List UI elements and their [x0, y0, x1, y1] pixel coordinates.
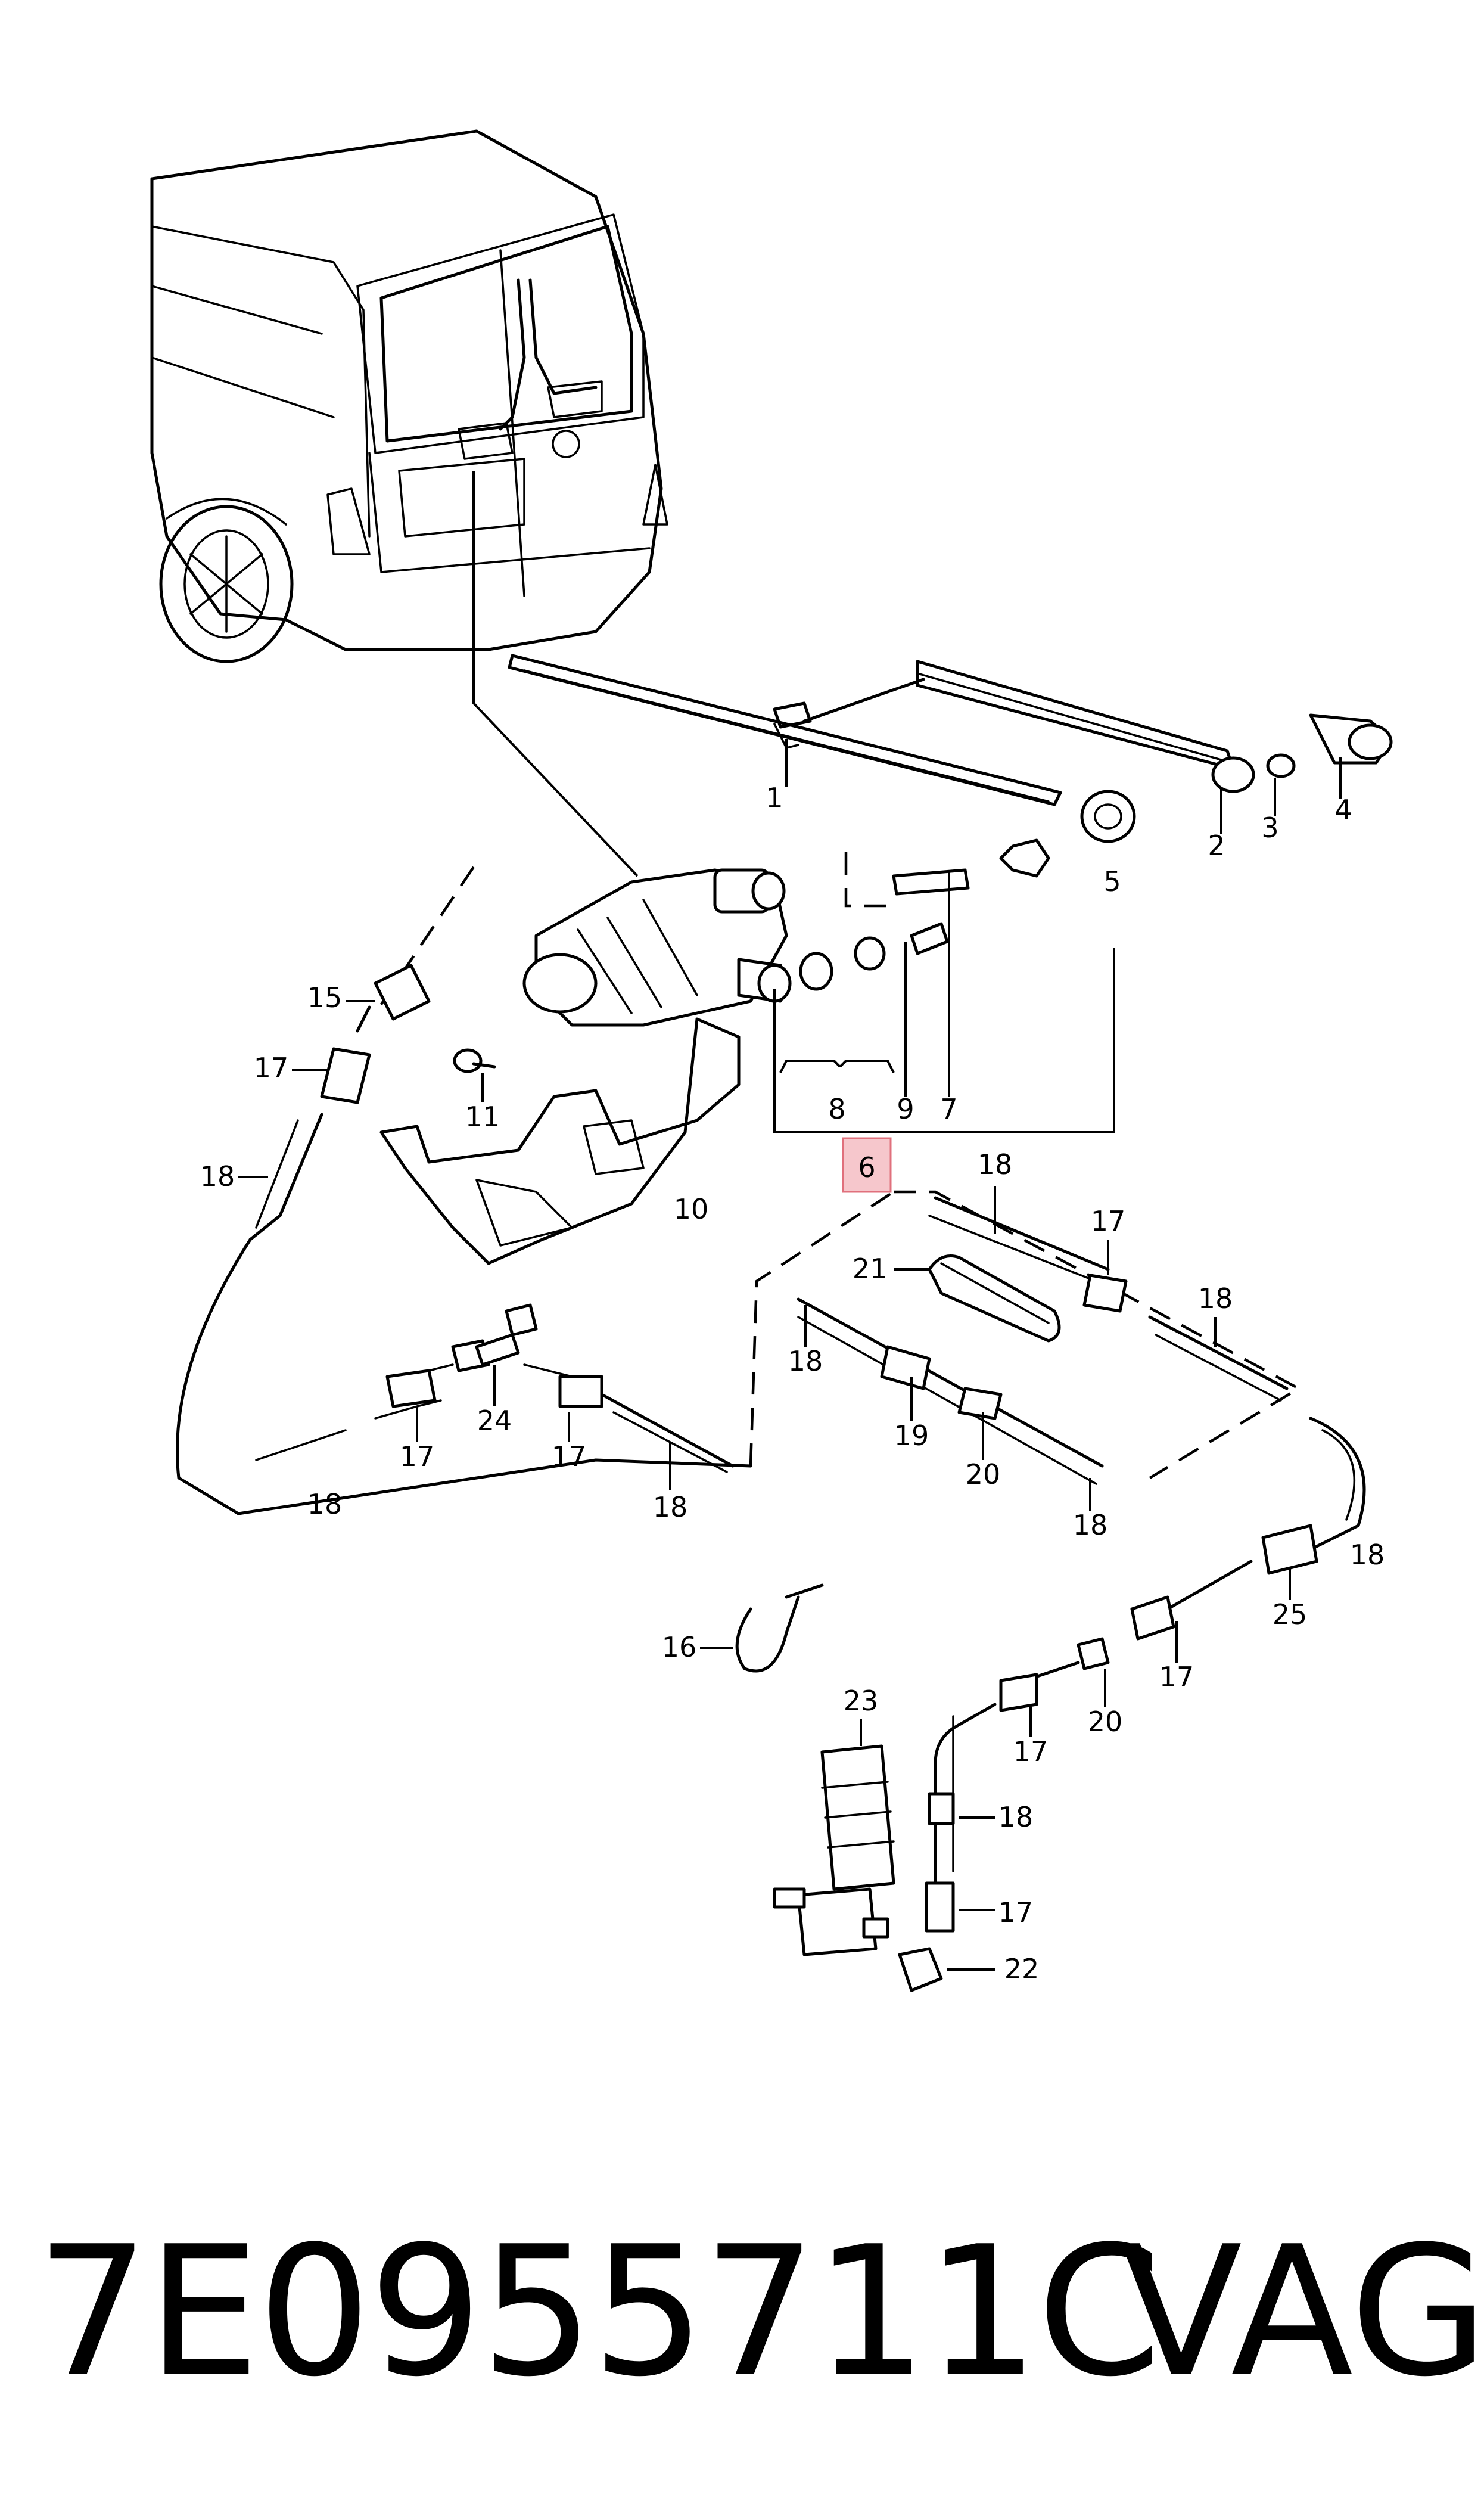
group-dash — [844, 852, 900, 908]
callout-10: 10 — [674, 1193, 709, 1225]
brand-name: VAG — [1120, 2208, 1484, 2416]
screw — [453, 1048, 496, 1073]
grommet — [999, 790, 1136, 878]
callout-21: 21 — [853, 1253, 888, 1285]
callout-18i: 18 — [998, 1801, 1034, 1833]
callout-18b: 18 — [307, 1488, 343, 1520]
van-illustration — [150, 129, 668, 663]
nut-cap — [1266, 753, 1296, 778]
callout-9: 9 — [897, 1093, 914, 1125]
footer: 7E0955711C VAG — [0, 2217, 1484, 2408]
callout-22: 22 — [1004, 1953, 1040, 1985]
callout-18c: 18 — [653, 1491, 688, 1523]
callout-17a: 17 — [254, 1052, 289, 1084]
callout-17f: 17 — [1013, 1735, 1049, 1768]
arm-cover-cap — [1309, 713, 1393, 765]
callout-25: 25 — [1273, 1598, 1308, 1630]
callout-23: 23 — [844, 1685, 879, 1717]
washer-pump — [773, 1744, 895, 1956]
callout-20a: 20 — [966, 1458, 1001, 1490]
callout-18d: 18 — [978, 1148, 1013, 1181]
callout-6-highlight — [842, 1137, 892, 1193]
wiper-motor — [522, 868, 970, 1027]
callout-18e: 18 — [1198, 1282, 1233, 1315]
callout-17e: 17 — [1159, 1661, 1194, 1693]
wiper-arm — [802, 660, 1255, 793]
callout-24: 24 — [477, 1405, 512, 1437]
callout-1: 1 — [766, 782, 783, 814]
washer-hose-left — [176, 1047, 752, 1515]
callout-15: 15 — [307, 981, 343, 1014]
callout-3: 3 — [1261, 812, 1278, 844]
hose-clip — [735, 1583, 824, 1673]
t-connector — [404, 1303, 573, 1378]
callout-18f: 18 — [788, 1345, 823, 1377]
callout-19: 19 — [894, 1420, 929, 1452]
callout-2: 2 — [1208, 830, 1225, 862]
callout-17c: 17 — [552, 1440, 587, 1473]
callout-6: 6 — [858, 1151, 875, 1184]
callout-17b: 17 — [400, 1440, 435, 1473]
mounting-bracket — [379, 1017, 741, 1265]
callout-5: 5 — [1103, 865, 1121, 897]
routing-dash — [749, 1191, 895, 1467]
angle-fitting — [898, 1947, 943, 1992]
callout-7: 7 — [940, 1093, 957, 1125]
callout-labels: 1 2 3 4 5 7 8 9 10 11 15 17 18 18 17 24 … — [200, 739, 1385, 1985]
hose-connector — [356, 964, 431, 1033]
part-number: 7E0955711C — [36, 2208, 1162, 2416]
callout-4: 4 — [1334, 794, 1352, 826]
hose-segment-lower — [928, 1792, 955, 1825]
callout-18a: 18 — [200, 1160, 235, 1192]
callout-20b: 20 — [1088, 1706, 1123, 1738]
callout-17d: 17 — [1091, 1205, 1126, 1237]
routing-dash — [894, 1190, 1302, 1479]
callout-11: 11 — [465, 1101, 500, 1133]
hose-group-right — [797, 1196, 1289, 1485]
callout-18g: 18 — [1073, 1509, 1108, 1541]
hose-to-pump — [925, 1417, 1366, 1933]
van-to-motor-leader — [472, 471, 639, 877]
callout-17g: 17 — [998, 1896, 1034, 1928]
callout-8: 8 — [828, 1093, 845, 1125]
callout-16: 16 — [662, 1631, 697, 1663]
callout-18h: 18 — [1350, 1539, 1385, 1571]
